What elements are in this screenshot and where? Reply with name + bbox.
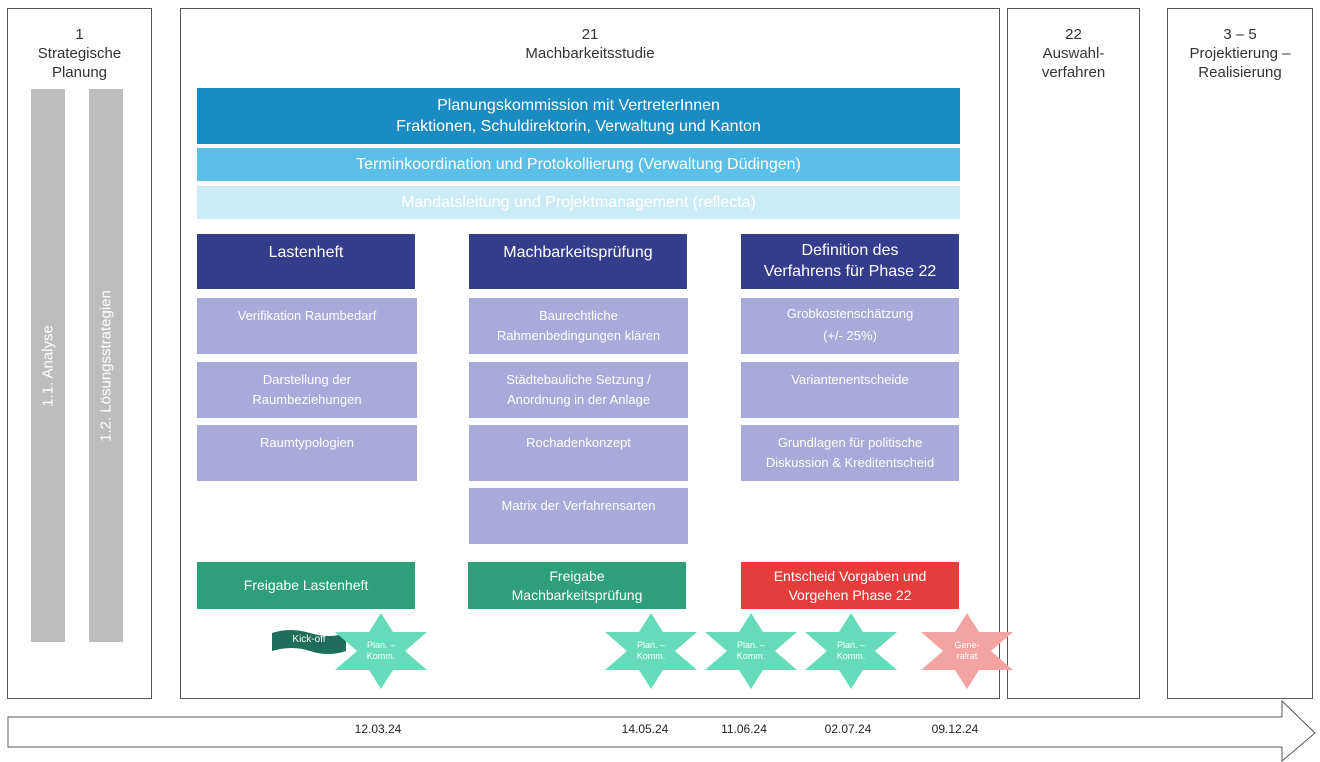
event-star-plan-komm: Plan. – Komm. <box>335 613 427 689</box>
task-card: Grobkostenschätzung (+/- 25%) <box>741 298 959 354</box>
kickoff-label: Kick-off <box>292 634 326 645</box>
strategies-bar: 1.2. Lösungsstrategien <box>89 89 123 642</box>
band-scheduling-text: Terminkoordination und Protokollierung (… <box>356 156 801 173</box>
task-card: Matrix der Verfahrensarten <box>469 488 688 544</box>
column-header-definition-verfahren: Definition des Verfahrens für Phase 22 <box>741 234 959 289</box>
band-mandate-management: Mandatsleitung und Projektmanagement (re… <box>197 186 960 219</box>
task-card: Darstellung der Raumbeziehungen <box>197 362 417 418</box>
milestone-entscheid-vorgaben: Entscheid Vorgaben und Vorgehen Phase 22 <box>741 562 959 609</box>
event-star-label: Gene- ralrat <box>954 640 980 661</box>
timeline-date: 14.05.24 <box>621 722 669 736</box>
milestone-freigabe-machbarkeitspruefung: Freigabe Machbarkeitsprüfung <box>468 562 686 609</box>
milestone-freigabe-lastenheft: Freigabe Lastenheft <box>197 562 415 609</box>
timeline-date: 11.06.24 <box>721 722 767 736</box>
column-header-lastenheft: Lastenheft <box>197 234 415 289</box>
strategies-label: 1.2. Lösungsstrategien <box>97 289 115 442</box>
kickoff-flag: Kick-off <box>270 629 348 659</box>
timeline-date: 02.07.24 <box>824 722 872 736</box>
event-star-label: Plan. – Komm. <box>736 640 766 661</box>
band-planning-commission-text: Planungskommission mit VertreterInnen Fr… <box>396 97 761 135</box>
band-mandate-management-text: Mandatsleitung und Projektmanagement (re… <box>401 194 756 211</box>
analysis-label: 1.1. Analyse <box>39 324 57 407</box>
task-card: Variantenentscheide <box>741 362 959 418</box>
event-star-label: Plan. – Komm. <box>636 640 666 661</box>
phase-21-title: 21 Machbarkeitsstudie <box>525 26 655 62</box>
event-star-plan-komm: Plan. – Komm. <box>705 613 797 689</box>
task-card: Raumtypologien <box>197 425 417 481</box>
task-card: Verifikation Raumbedarf <box>197 298 417 354</box>
phase-22-box: 22 Auswahl- verfahren <box>1007 8 1140 699</box>
band-scheduling: Terminkoordination und Protokollierung (… <box>197 148 960 181</box>
column-header-machbarkeitspruefung: Machbarkeitsprüfung <box>469 234 687 289</box>
task-card: Baurechtliche Rahmenbedingungen klären <box>469 298 688 354</box>
phase-3-5-title: 3 – 5 Projektierung – Realisierung <box>1189 26 1291 81</box>
task-card: Grundlagen für politische Diskussion & K… <box>741 425 959 481</box>
phase-1-box: 1 Strategische Planung <box>7 8 152 699</box>
event-star-label: Plan. – Komm. <box>836 640 866 661</box>
analysis-bar: 1.1. Analyse <box>31 89 65 642</box>
band-planning-commission: Planungskommission mit VertreterInnen Fr… <box>197 88 960 144</box>
phase-1-title: 1 Strategische Planung <box>37 26 122 81</box>
phase-3-5-box: 3 – 5 Projektierung – Realisierung <box>1167 8 1313 699</box>
event-star-label: Plan. – Komm. <box>366 640 396 661</box>
task-card: Rochadenkonzept <box>469 425 688 481</box>
timeline-date: 09.12.24 <box>931 722 979 736</box>
timeline-arrow <box>7 700 1316 762</box>
timeline-date: 12.03.24 <box>354 722 402 736</box>
task-card: Städtebauliche Setzung / Anordnung in de… <box>469 362 688 418</box>
event-star-plan-komm: Plan. – Komm. <box>605 613 697 689</box>
event-star-plan-komm: Plan. – Komm. <box>805 613 897 689</box>
event-star-generalrat: Gene- ralrat <box>921 613 1013 689</box>
phase-22-title: 22 Auswahl- verfahren <box>1041 26 1106 81</box>
